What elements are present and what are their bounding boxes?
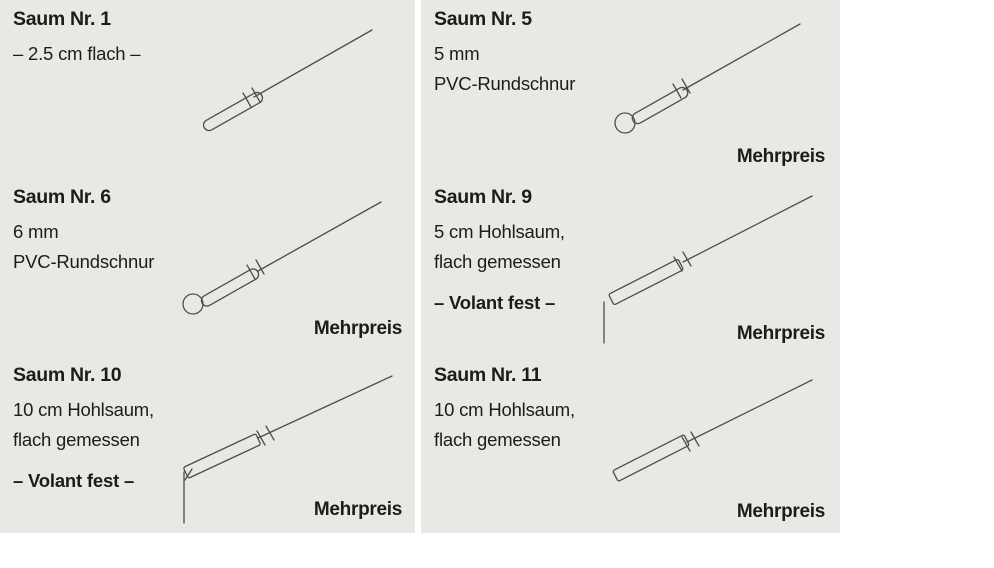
- surcharge-label: Mehrpreis: [736, 323, 825, 344]
- hollow-hem-volant-diagram: [603, 195, 813, 344]
- panel-saum-11: Saum Nr. 11 10 cm Hohlsaum, flach gemess…: [421, 356, 840, 533]
- panel-desc-line: – 2.5 cm flach –: [13, 43, 141, 64]
- panel-desc-line: flach gemessen: [434, 429, 561, 450]
- panel-desc-line: flach gemessen: [434, 251, 561, 272]
- panel-title: Saum Nr. 9: [434, 186, 532, 208]
- panel-title: Saum Nr. 10: [13, 364, 122, 386]
- right-column-background: [421, 0, 840, 533]
- pvc-cord-hem-diagram: [182, 201, 382, 315]
- panel-desc-line: flach gemessen: [13, 429, 140, 450]
- panel-desc-line: 6 mm: [13, 221, 59, 242]
- panel-desc-line: 5 cm Hohlsaum,: [434, 221, 565, 242]
- hollow-hem-diagram: [612, 379, 813, 482]
- panel-saum-5: Saum Nr. 5 5 mm PVC-Rundschnur Mehrpreis: [421, 0, 840, 176]
- pvc-cord-hem-diagram: [614, 23, 801, 134]
- panel-saum-1: Saum Nr. 1 – 2.5 cm flach –: [0, 0, 415, 176]
- panel-title: Saum Nr. 5: [434, 8, 532, 30]
- volant-note: – Volant fest –: [13, 470, 135, 491]
- panel-desc-line: 10 cm Hohlsaum,: [434, 399, 575, 420]
- panel-desc-line: 10 cm Hohlsaum,: [13, 399, 154, 420]
- flat-hem-diagram: [202, 29, 373, 132]
- surcharge-label: Mehrpreis: [313, 499, 402, 520]
- panel-saum-6: Saum Nr. 6 6 mm PVC-Rundschnur Mehrpreis: [0, 178, 415, 356]
- panel-title: Saum Nr. 1: [13, 8, 111, 30]
- panel-title: Saum Nr. 11: [434, 364, 542, 386]
- panel-saum-9: Saum Nr. 9 5 cm Hohlsaum, flach gemessen…: [421, 178, 840, 356]
- hollow-hem-volant-diagram: [183, 375, 393, 524]
- panel-title: Saum Nr. 6: [13, 186, 111, 208]
- left-column-background: [0, 0, 415, 533]
- panel-desc-line: PVC-Rundschnur: [13, 251, 155, 272]
- panel-saum-10: Saum Nr. 10 10 cm Hohlsaum, flach gemess…: [0, 356, 415, 533]
- volant-note: – Volant fest –: [434, 292, 556, 313]
- surcharge-label: Mehrpreis: [736, 146, 825, 167]
- surcharge-label: Mehrpreis: [313, 318, 402, 339]
- panel-desc-line: 5 mm: [434, 43, 480, 64]
- panel-desc-line: PVC-Rundschnur: [434, 73, 576, 94]
- surcharge-label: Mehrpreis: [736, 501, 825, 522]
